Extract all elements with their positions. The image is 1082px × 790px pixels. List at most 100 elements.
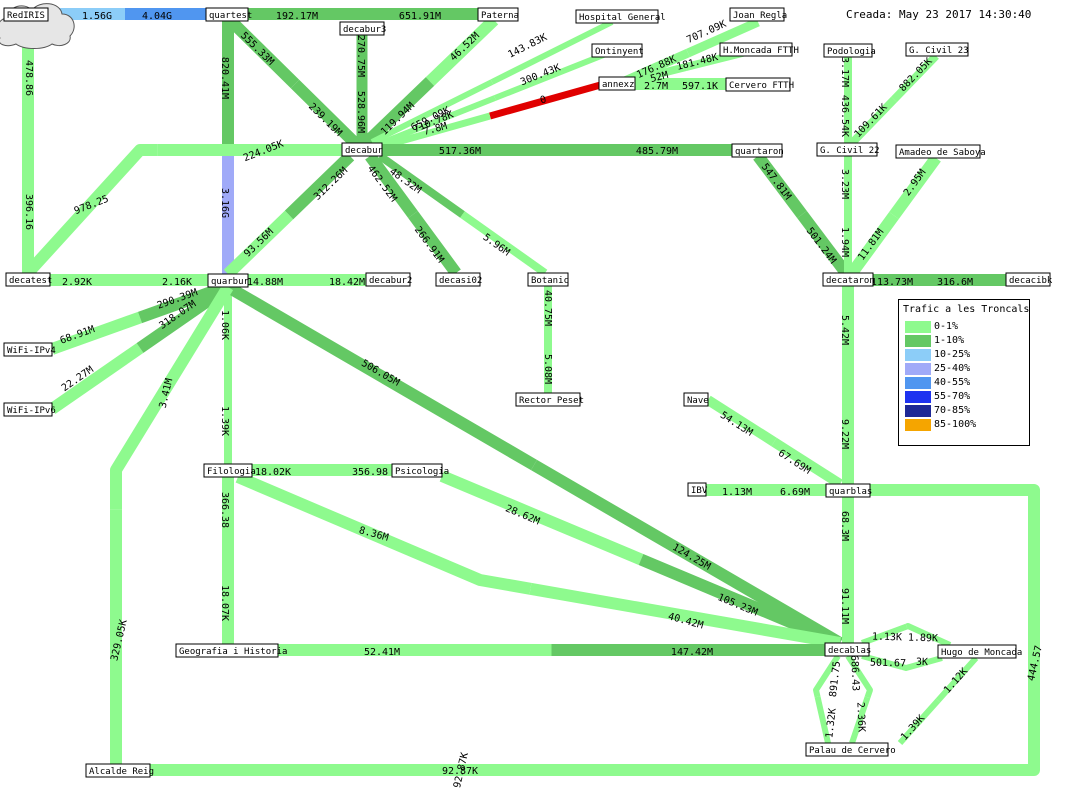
link-decablas-hugo-out[interactable] <box>901 655 943 671</box>
link-nave-quarblas-in[interactable] <box>705 395 777 447</box>
link-label-decablas-palau-out: 1.32K <box>824 708 838 739</box>
link-wifiv4-quarbur-in[interactable] <box>49 311 143 355</box>
node-rectorpeset[interactable]: Rector Peset <box>515 392 584 407</box>
link-decablas-hugo-out[interactable] <box>905 623 952 648</box>
node-decataron[interactable]: decataron <box>822 272 875 287</box>
node-hmoncada[interactable]: H.Moncada FTTH <box>719 42 799 57</box>
link-amadeo-decataron-in[interactable] <box>889 154 941 220</box>
node-palau[interactable]: Palau de Cervero <box>805 742 896 757</box>
node-hospital[interactable]: Hospital General <box>575 9 666 24</box>
link-hugo-palau-in[interactable] <box>935 656 979 703</box>
node-decacibk[interactable]: decacibk <box>1005 272 1053 287</box>
link-gcivil23-gcivil22-out[interactable] <box>849 96 897 146</box>
node-decablas[interactable]: decablas <box>824 642 871 657</box>
node-nave[interactable]: Nave <box>683 392 709 407</box>
link-psicologia-decablas-in[interactable] <box>439 470 644 566</box>
node-box <box>816 142 878 157</box>
link-annexz-decabur-out[interactable] <box>375 112 491 152</box>
link-label-decablas-palau-out: 2.36K <box>854 702 866 733</box>
link-decablas-hugo-in[interactable] <box>861 653 903 670</box>
link-decabur-botanic-in[interactable] <box>377 152 465 218</box>
node-gcivil22[interactable]: G. Civil 22 <box>816 142 880 157</box>
node-wifiv6[interactable]: WiFi-IPv6 <box>3 402 56 417</box>
node-cervero[interactable]: Cervero FTTH <box>725 77 794 92</box>
node-filologia[interactable]: Filologia <box>203 463 256 478</box>
link-quarblas-palau-out[interactable] <box>806 662 1040 776</box>
node-box <box>1005 272 1051 287</box>
node-rediris[interactable]: RedIRIS <box>0 3 75 49</box>
link-decabur-botanic-out[interactable] <box>460 211 548 277</box>
link-decabur-quarbur-out[interactable] <box>223 210 294 279</box>
link-decablas-palau-out[interactable] <box>849 696 871 744</box>
node-label: RedIRIS <box>7 11 45 21</box>
node-ontinyent[interactable]: Ontinyent <box>591 43 644 58</box>
link-decablas-palau-out[interactable] <box>814 696 831 744</box>
node-ibv[interactable]: IBV <box>687 482 708 497</box>
link-label-filologia-geografia-in: 366.38 <box>219 492 230 528</box>
node-quartaron[interactable]: quartaron <box>731 143 784 158</box>
link-paterna-decabur-out[interactable] <box>361 77 435 148</box>
link-quarbur-decablas-out[interactable] <box>530 459 844 649</box>
link-decabur-decasi02-out[interactable] <box>408 210 461 277</box>
node-label: Hugo de Moncada <box>941 648 1022 658</box>
node-alcalde[interactable]: Alcalde Reig <box>85 763 154 778</box>
link-quarbur-alcalde-in[interactable] <box>110 283 234 510</box>
link-decabur-quarbur-in[interactable] <box>284 151 355 220</box>
node-decabur[interactable]: decabur <box>341 142 384 157</box>
link-label-decablas-palau-in: 891.75 <box>828 661 843 698</box>
node-label: decatest <box>9 276 52 286</box>
link-amadeo-decataron-out[interactable] <box>847 211 899 277</box>
link-ontinyent-decabur-out[interactable] <box>372 95 497 149</box>
node-annexz[interactable]: annexz <box>598 76 636 91</box>
node-podologia[interactable]: Podologia <box>823 43 876 58</box>
node-amadeo[interactable]: Amadeo de Saboya <box>895 144 986 159</box>
link-quartaron-decataron-out[interactable] <box>797 210 851 277</box>
link-hugo-palau-out[interactable] <box>897 698 941 745</box>
node-label: Paterna <box>481 11 519 21</box>
link-quartest-decabur-in[interactable] <box>225 15 300 89</box>
node-gcivil23[interactable]: G. Civil 23 <box>905 42 969 57</box>
link-decablas-palau-in[interactable] <box>813 654 841 698</box>
link-gcivil23-gcivil22-in[interactable] <box>891 53 939 103</box>
link-annexz-decabur-in[interactable] <box>489 80 605 120</box>
node-quarblas[interactable]: quarblas <box>825 483 872 498</box>
node-geografia[interactable]: Geografia i Historia <box>175 643 287 658</box>
link-decatest-decabur-in[interactable] <box>23 144 158 278</box>
link-hospital-decabur-in[interactable] <box>490 19 614 85</box>
node-botanic[interactable]: Botanic <box>527 272 569 287</box>
link-quarbur-decablas-in[interactable] <box>224 281 538 471</box>
link-decabur-decasi02-in[interactable] <box>365 152 418 219</box>
link-filologia-decablas-in[interactable] <box>235 471 532 595</box>
node-hugo[interactable]: Hugo de Moncada <box>937 644 1022 659</box>
link-quartest-decabur-out[interactable] <box>290 79 365 153</box>
node-label: Podologia <box>827 47 876 57</box>
link-joanregla-annexz-in[interactable] <box>686 17 760 58</box>
node-quartest[interactable]: quartest <box>205 7 252 22</box>
node-box <box>435 272 481 287</box>
node-paterna[interactable]: Paterna <box>477 7 519 22</box>
link-decablas-hugo-in[interactable] <box>860 623 908 646</box>
node-decabur3[interactable]: decabur3 <box>339 21 386 36</box>
legend-label: 55-70% <box>934 391 971 402</box>
node-box <box>3 342 53 357</box>
node-decatest[interactable]: decatest <box>5 272 52 287</box>
link-hospital-decabur-out[interactable] <box>370 79 494 145</box>
node-joanregla[interactable]: Joan Regla <box>729 7 787 22</box>
link-nave-quarblas-out[interactable] <box>771 437 843 489</box>
traffic-legend: Trafic a les Troncals 0-1% 1-10% 10-25% … <box>898 299 1030 446</box>
link-quartaron-decataron-in[interactable] <box>753 152 807 219</box>
node-decabur2[interactable]: decabur2 <box>365 272 412 287</box>
link-psicologia-decablas-out[interactable] <box>638 553 843 649</box>
node-quarbur[interactable]: quarbur <box>207 273 250 288</box>
link-wifiv6-quarbur-out[interactable] <box>136 282 232 353</box>
link-ontinyent-decabur-in[interactable] <box>493 47 618 101</box>
node-decasi02[interactable]: decasi02 <box>435 272 482 287</box>
link-decablas-palau-in[interactable] <box>845 654 873 699</box>
link-quarblas-palau-in[interactable] <box>870 484 1040 662</box>
link-wifiv6-quarbur-in[interactable] <box>48 343 144 414</box>
node-box <box>203 463 253 478</box>
node-wifiv4[interactable]: WiFi-IPv4 <box>3 342 56 357</box>
link-paterna-decabur-in[interactable] <box>425 15 499 86</box>
node-psicologia[interactable]: Psicologia <box>391 463 449 478</box>
link-filologia-decablas-out[interactable] <box>529 582 842 649</box>
